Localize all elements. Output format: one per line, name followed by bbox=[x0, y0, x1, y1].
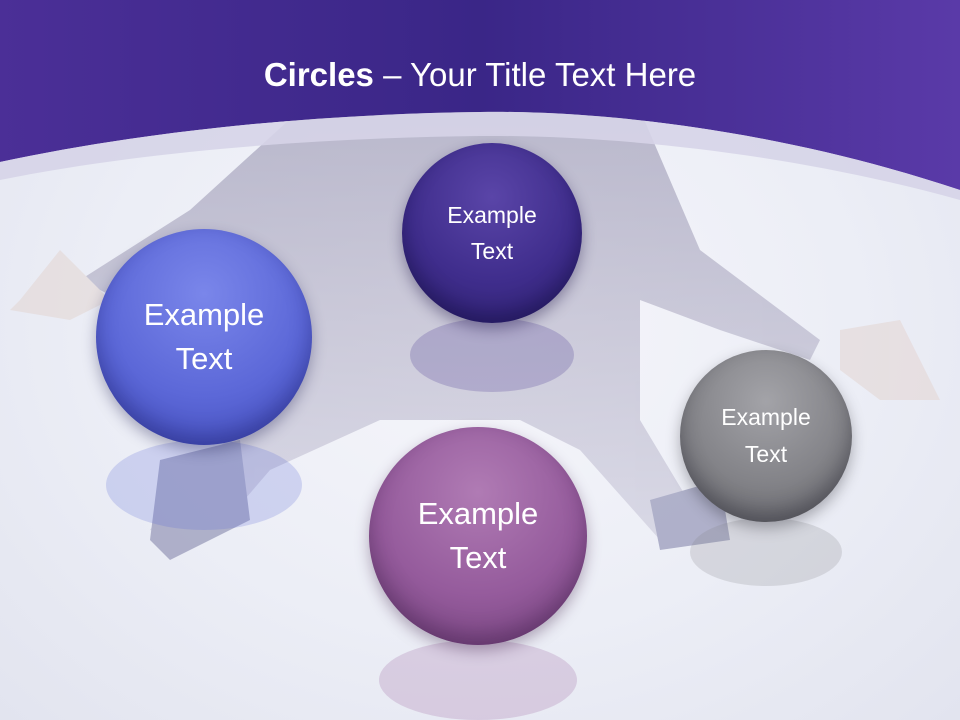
header-swoosh bbox=[0, 111, 960, 200]
page-title: Circles – Your Title Text Here bbox=[0, 54, 960, 96]
circle-blue-line1: Example bbox=[143, 297, 265, 332]
header-band bbox=[0, 0, 960, 190]
circle-blue-line2: Text bbox=[175, 341, 233, 376]
circle-gray-line1: Example bbox=[721, 404, 811, 430]
circle-reflection-purple bbox=[379, 640, 577, 720]
circle-gray-line2: Text bbox=[744, 441, 788, 467]
circle-gray: Example Text bbox=[680, 350, 852, 522]
circle-reflection-blue bbox=[106, 440, 302, 530]
circle-reflection-gray bbox=[690, 518, 842, 586]
circle-purple-line2: Text bbox=[449, 540, 507, 575]
circle-purple-line1: Example bbox=[417, 496, 539, 531]
dancer-silhouette bbox=[10, 110, 940, 560]
circle-blue: Example Text bbox=[96, 229, 312, 445]
circle-reflection-indigo bbox=[410, 318, 574, 392]
circle-indigo-line1: Example bbox=[447, 202, 537, 228]
circle-purple: Example Text bbox=[369, 427, 587, 645]
title-bold: Circles bbox=[263, 56, 374, 93]
circle-indigo-line2: Text bbox=[470, 238, 514, 264]
circle-indigo: Example Text bbox=[402, 143, 582, 323]
title-rest: – Your Title Text Here bbox=[373, 56, 697, 93]
